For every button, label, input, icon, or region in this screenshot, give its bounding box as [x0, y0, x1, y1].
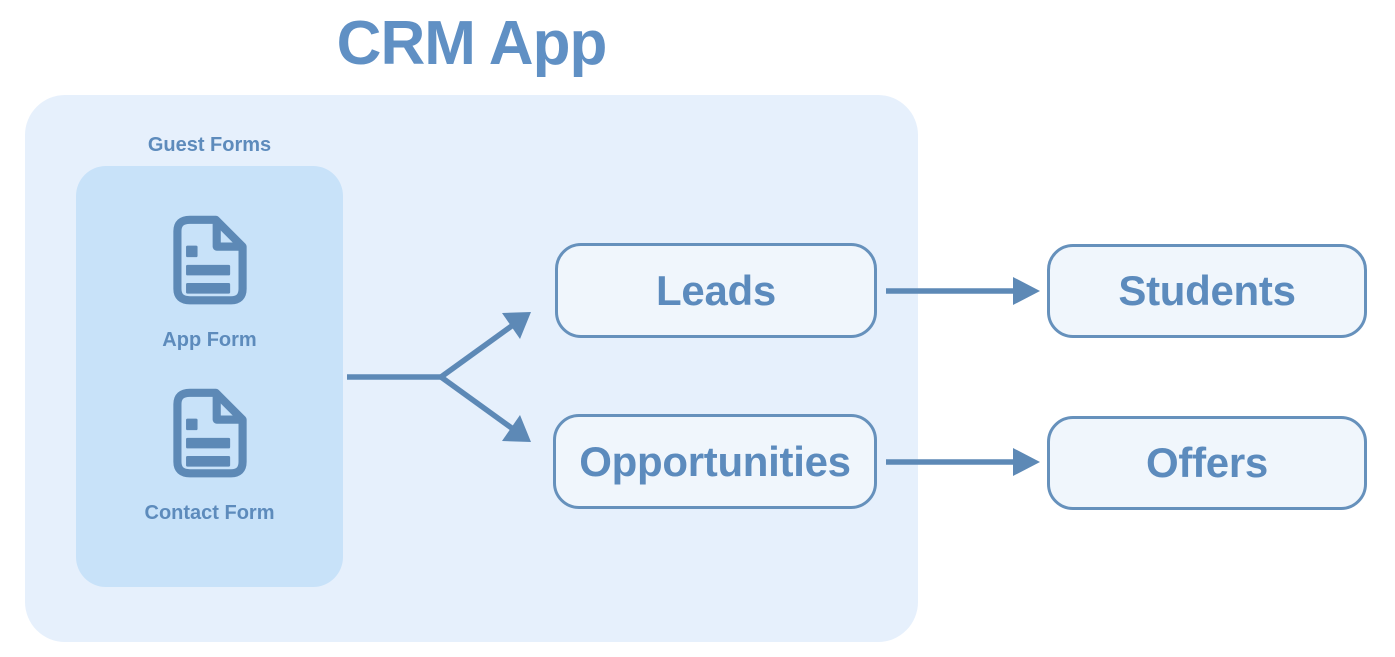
node-opportunities: Opportunities [553, 414, 877, 509]
app-form-item: App Form [76, 215, 343, 352]
node-offers: Offers [1047, 416, 1367, 510]
node-leads-label: Leads [656, 266, 776, 314]
contact-form-item: Contact Form [76, 388, 343, 525]
arrowhead-offers [1013, 448, 1040, 476]
node-leads: Leads [555, 243, 877, 338]
node-opportunities-label: Opportunities [579, 437, 851, 485]
node-students-label: Students [1118, 267, 1296, 314]
node-students: Students [1047, 244, 1367, 338]
contact-form-label: Contact Form [144, 502, 275, 524]
diagram-title: CRM App [336, 9, 608, 78]
file-text-icon [172, 215, 247, 305]
guest-forms-panel: App Form Contact Form [76, 166, 343, 587]
guest-forms-label: Guest Forms [147, 134, 272, 156]
node-offers-label: Offers [1146, 439, 1268, 486]
arrowhead-students [1013, 277, 1040, 305]
app-form-label: App Form [162, 329, 257, 351]
file-text-icon [172, 388, 247, 478]
